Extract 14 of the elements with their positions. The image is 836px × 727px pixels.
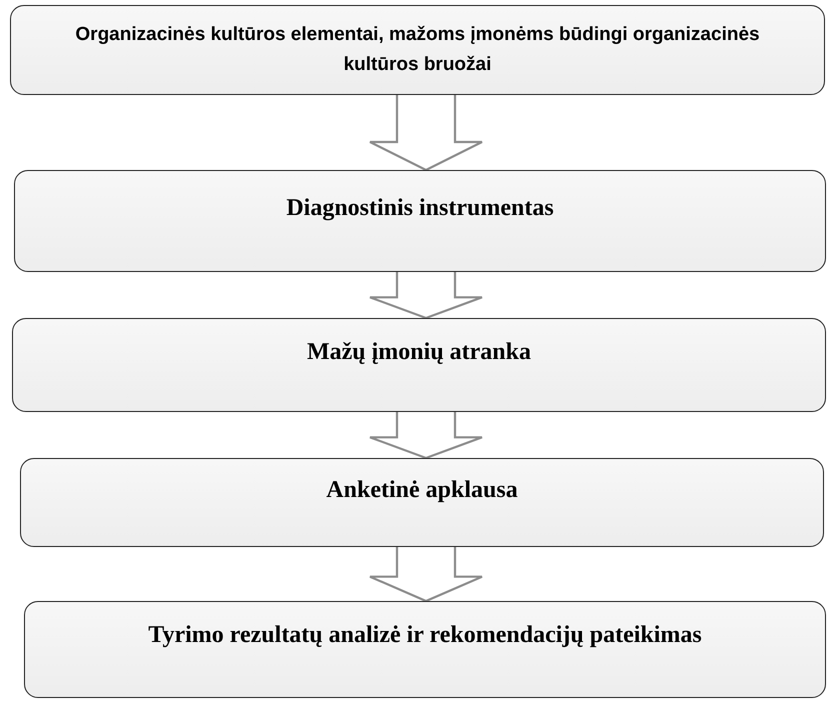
process-box bbox=[14, 170, 826, 272]
step-label: Anketinė apklausa bbox=[326, 476, 518, 505]
step-label: Tyrimo rezultatų analizė ir rekomendacijų pateikimas bbox=[148, 621, 702, 650]
block-arrow bbox=[368, 94, 484, 172]
process-box bbox=[24, 601, 826, 698]
block-arrow bbox=[368, 546, 484, 602]
process-box bbox=[10, 5, 825, 95]
step-label: Mažų įmonių atranka bbox=[306, 338, 531, 367]
block-arrow bbox=[368, 270, 484, 320]
step-label: Diagnostinis instrumentas bbox=[286, 194, 554, 223]
block-arrow bbox=[368, 410, 484, 460]
process-box bbox=[12, 318, 826, 412]
process-box bbox=[20, 458, 824, 547]
step-label: Organizacinės kultūros elementai, mažoms įmonėms būdingi organizacinės kultūros bruožai bbox=[74, 23, 761, 78]
